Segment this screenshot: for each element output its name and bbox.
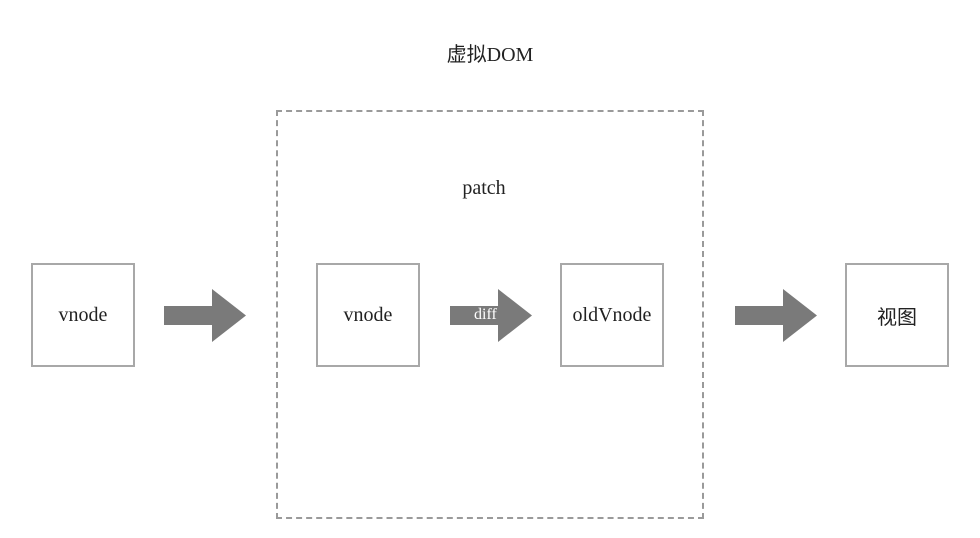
diff-arrow: diff <box>450 289 532 342</box>
diagram-title: 虚拟DOM <box>446 44 534 66</box>
oldvnode-label: oldVnode <box>572 303 652 326</box>
patch-frame <box>276 110 704 519</box>
view-box: 视图 <box>845 263 949 367</box>
arrow-to-view <box>735 289 817 342</box>
vnode-input-box: vnode <box>31 263 135 367</box>
vnode-inner-box: vnode <box>316 263 420 367</box>
arrow-to-patch <box>164 289 246 342</box>
arrow-right-icon <box>450 289 532 342</box>
arrow-right-icon <box>735 289 817 342</box>
arrow-right-icon <box>164 289 246 342</box>
vnode-inner-label: vnode <box>343 303 393 326</box>
view-label: 视图 <box>877 306 917 329</box>
diff-label: diff <box>474 306 497 323</box>
patch-label: patch <box>462 177 506 199</box>
vnode-input-label: vnode <box>58 303 108 326</box>
oldvnode-box: oldVnode <box>560 263 664 367</box>
